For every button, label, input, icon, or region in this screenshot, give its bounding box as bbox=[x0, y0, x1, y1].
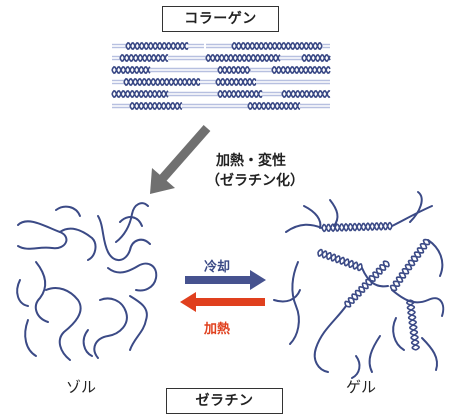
heating-arrow bbox=[180, 292, 265, 312]
gelatin-label: ゼラチン bbox=[166, 388, 283, 414]
denature-arrow bbox=[150, 125, 211, 194]
collagen-fibril-bundle bbox=[111, 41, 331, 111]
cooling-label: 冷却 bbox=[204, 260, 231, 275]
cooling-arrow bbox=[185, 270, 266, 290]
gel-label: ゲル bbox=[346, 378, 377, 396]
gelatinization-label: （ゼラチン化） bbox=[206, 173, 304, 189]
collagen-label: コラーゲン bbox=[162, 6, 279, 32]
heating-label: 加熱 bbox=[204, 322, 231, 337]
sol-label: ゾル bbox=[66, 378, 97, 396]
sol-random-coils bbox=[16, 202, 158, 361]
gel-helix-junctions bbox=[317, 221, 431, 351]
gel-network bbox=[273, 191, 445, 379]
heat-denature-label: 加熱・変性 bbox=[216, 153, 286, 169]
